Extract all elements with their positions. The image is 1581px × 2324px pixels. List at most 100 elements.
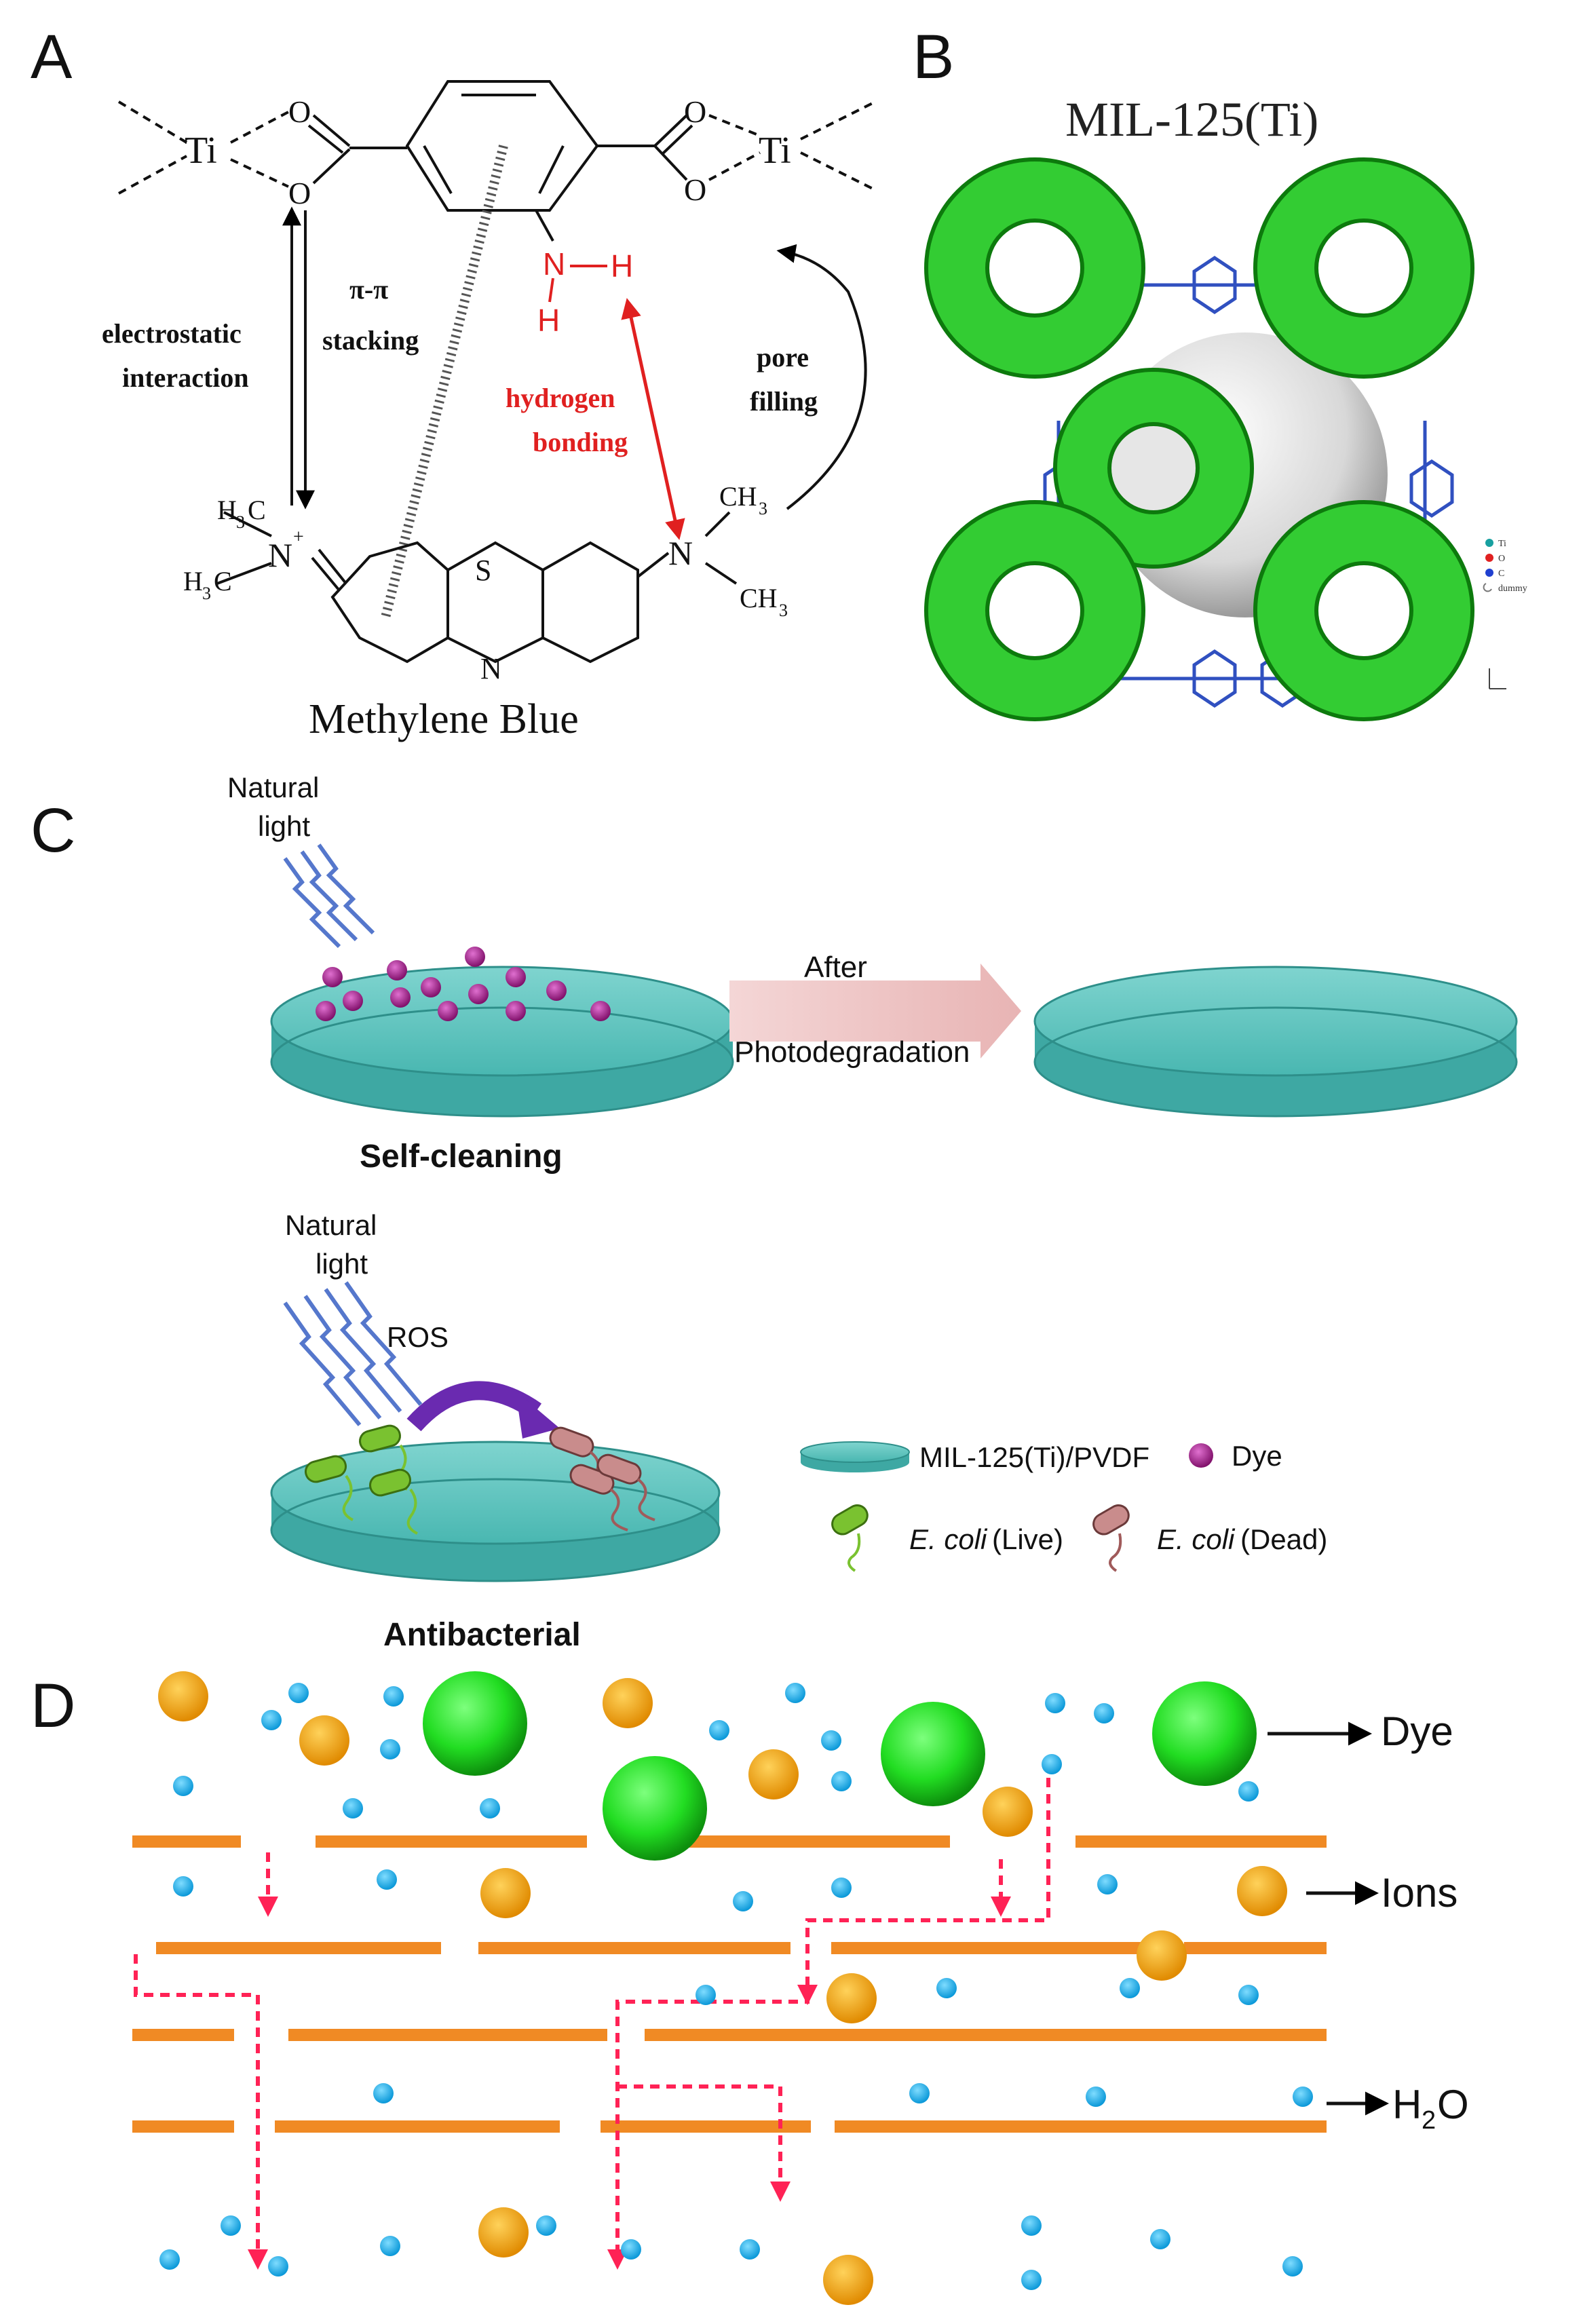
ecoli-dead-group	[549, 1426, 655, 1531]
pipi-label-1: π-π	[349, 274, 388, 305]
natural-light-1-line2: light	[258, 810, 310, 842]
membrane-disk-2	[1033, 966, 1518, 1118]
methylene-blue-caption: Methylene Blue	[309, 696, 579, 742]
n-plus-charge: +	[293, 527, 304, 548]
electrostatic-label-1: electrostatic	[102, 318, 242, 349]
h2o-label-h: H	[1392, 2082, 1422, 2127]
ring-n-label: N	[480, 652, 502, 685]
h2o-label-o: O	[1437, 2082, 1469, 2127]
ch3-upper: CH	[719, 481, 757, 512]
o-lower-right: O	[684, 172, 706, 207]
pore-filling-arrow	[776, 244, 867, 510]
amine-h-right: H	[611, 248, 633, 284]
amine-bond	[535, 210, 554, 242]
o-upper-left: O	[288, 94, 311, 129]
panel-c-legend: MIL-125(Ti)/PVDF Dye E. coli (Live) E. c…	[800, 1440, 1327, 1572]
self-cleaning-label: Self-cleaning	[360, 1139, 563, 1175]
panel-b: B MIL-125(Ti)	[913, 22, 1527, 721]
natural-light-1-line1: Natural	[227, 772, 319, 803]
ti-oxo-clusters	[924, 157, 1474, 721]
h3c-upper-3: 3	[236, 512, 245, 532]
natural-light-2-line2: light	[316, 1248, 368, 1280]
ion-particles	[158, 1671, 1287, 2305]
cluster-top-left	[924, 157, 1145, 379]
carboxylate-right	[597, 114, 693, 181]
left-n-label: N	[268, 536, 292, 574]
ecoli-live-group	[305, 1424, 418, 1535]
panel-c: C Natural light	[31, 772, 1518, 1653]
ti-left-label: Ti	[185, 130, 217, 172]
pipi-label-2: stacking	[322, 325, 419, 356]
amine-nh-bond-2	[548, 278, 554, 303]
sulfur-label: S	[475, 554, 491, 587]
legend-o: O	[1498, 554, 1505, 564]
light-beam-1	[283, 843, 375, 949]
panel-b-letter: B	[913, 22, 954, 92]
ch3-lower-3: 3	[779, 601, 788, 620]
membrane-disk-1	[270, 966, 734, 1118]
o-upper-right: O	[684, 94, 706, 129]
dye-particles	[423, 1671, 1257, 1861]
electrostatic-label-2: interaction	[122, 362, 249, 393]
h3c-lower-3: 3	[202, 584, 211, 603]
light-beam-2	[283, 1281, 423, 1426]
after-arrow	[729, 964, 1021, 1059]
pi-pi-stacking-line	[381, 145, 508, 619]
benzene-ring	[405, 80, 599, 212]
panel-a-letter: A	[31, 22, 73, 92]
pore-label-2: filling	[750, 386, 818, 417]
legend-dead-ecoli: E. coli	[1157, 1523, 1236, 1555]
cluster-bottom-right	[1253, 500, 1474, 721]
legend-membrane-icon	[800, 1441, 910, 1472]
h3c-upper-h: H	[217, 495, 237, 525]
legend-c: C	[1498, 569, 1504, 579]
legend-ti: Ti	[1498, 539, 1506, 549]
legend-live-icon	[831, 1504, 869, 1572]
after-label: After	[804, 951, 867, 984]
hydrogen-bond-arrow	[621, 298, 685, 540]
mof-legend: Ti O C dummy	[1483, 539, 1527, 594]
o-lower-left: O	[288, 176, 311, 210]
h3c-upper-c: C	[248, 495, 266, 525]
hbond-label-1: hydrogen	[506, 383, 615, 413]
axis-indicator	[1489, 668, 1506, 689]
legend-dye-icon	[1189, 1443, 1213, 1468]
ros-arrow-head	[516, 1391, 560, 1439]
right-n-label: N	[668, 534, 693, 572]
h3c-lower-h: H	[183, 566, 203, 596]
panel-d: D	[31, 1671, 1469, 2305]
ti-right-label: Ti	[759, 130, 791, 172]
legend-live-ecoli: E. coli	[909, 1523, 988, 1555]
photodegradation-label: Photodegradation	[734, 1035, 970, 1069]
carboxylate-left	[307, 114, 407, 185]
ti-right-coordination	[708, 100, 876, 191]
legend-membrane-label: MIL-125(Ti)/PVDF	[919, 1441, 1149, 1473]
water-molecules	[159, 1683, 1313, 2290]
pore-label-1: pore	[757, 342, 809, 373]
hbond-label-2: bonding	[533, 427, 628, 457]
ti-left-coordination	[117, 100, 289, 195]
methylene-blue-structure	[216, 511, 738, 664]
cluster-center	[1053, 368, 1254, 569]
legend-dummy: dummy	[1498, 584, 1527, 594]
panel-c-letter: C	[31, 796, 75, 865]
methyl-labels: H 3 C H 3 C CH 3 CH 3	[183, 481, 788, 620]
legend-live-label: (Live)	[992, 1523, 1063, 1555]
legend-dead-icon	[1092, 1504, 1130, 1572]
dye-molecules	[316, 947, 611, 1021]
h2o-label-2: 2	[1422, 2106, 1436, 2135]
amine-n: N	[543, 246, 565, 282]
ros-label: ROS	[387, 1321, 449, 1353]
legend-dye-label: Dye	[1232, 1440, 1282, 1472]
panel-d-letter: D	[31, 1671, 75, 1740]
amine-h-bottom: H	[537, 303, 560, 338]
legend-dead-label: (Dead)	[1240, 1523, 1327, 1555]
ions-label: Ions	[1381, 1870, 1458, 1916]
ch3-lower: CH	[740, 583, 778, 613]
mof-title: MIL-125(Ti)	[1065, 92, 1318, 147]
water-paths	[134, 1778, 1050, 2270]
cluster-bottom-left	[924, 500, 1145, 721]
antibacterial-label: Antibacterial	[383, 1617, 581, 1653]
dye-label: Dye	[1381, 1709, 1453, 1754]
